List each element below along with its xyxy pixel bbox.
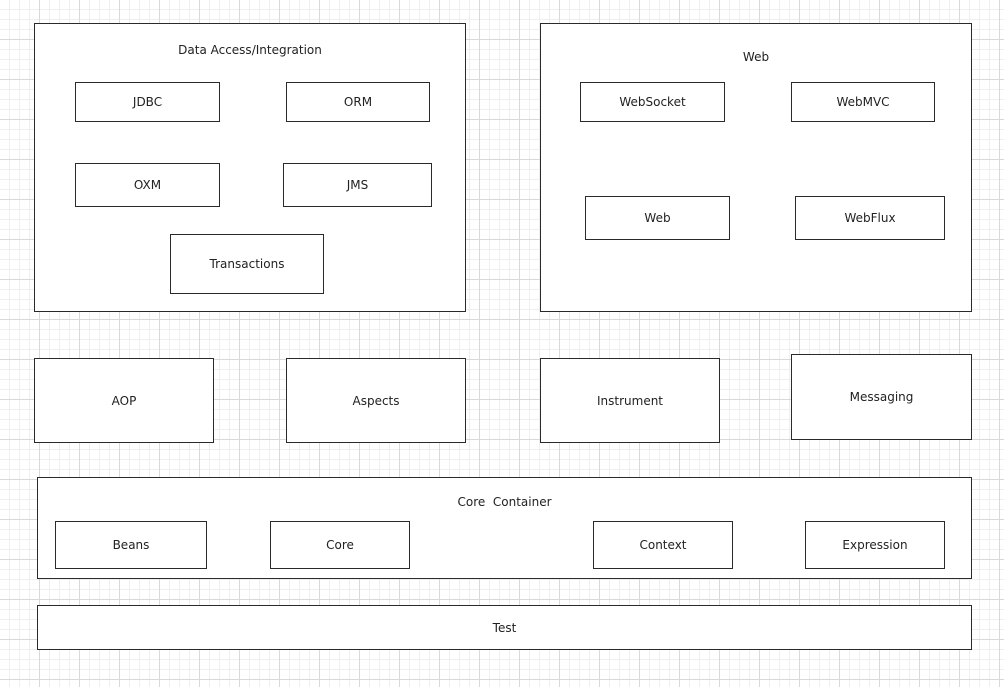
messaging-module: Messaging (791, 354, 972, 440)
web-title: Web (742, 50, 770, 64)
jdbc-module: JDBC (75, 82, 220, 122)
webflux-module: WebFlux (795, 196, 945, 240)
orm-module: ORM (286, 82, 430, 122)
web-module: Web (585, 196, 730, 240)
aop-module: AOP (34, 358, 214, 443)
websocket-module: WebSocket (580, 82, 725, 122)
data-access-integration-title: Data Access/Integration (178, 43, 322, 57)
context-module: Context (593, 521, 733, 569)
aspects-module: Aspects (286, 358, 466, 443)
core-container-title: Core Container (457, 495, 552, 509)
core-module: Core (270, 521, 410, 569)
test-module: Test (37, 605, 972, 650)
expression-module: Expression (805, 521, 945, 569)
instrument-module: Instrument (540, 358, 720, 443)
webmvc-module: WebMVC (791, 82, 935, 122)
beans-module: Beans (55, 521, 207, 569)
jms-module: JMS (283, 163, 432, 207)
oxm-module: OXM (75, 163, 220, 207)
transactions-module: Transactions (170, 234, 324, 294)
web-container: Web (540, 23, 972, 312)
